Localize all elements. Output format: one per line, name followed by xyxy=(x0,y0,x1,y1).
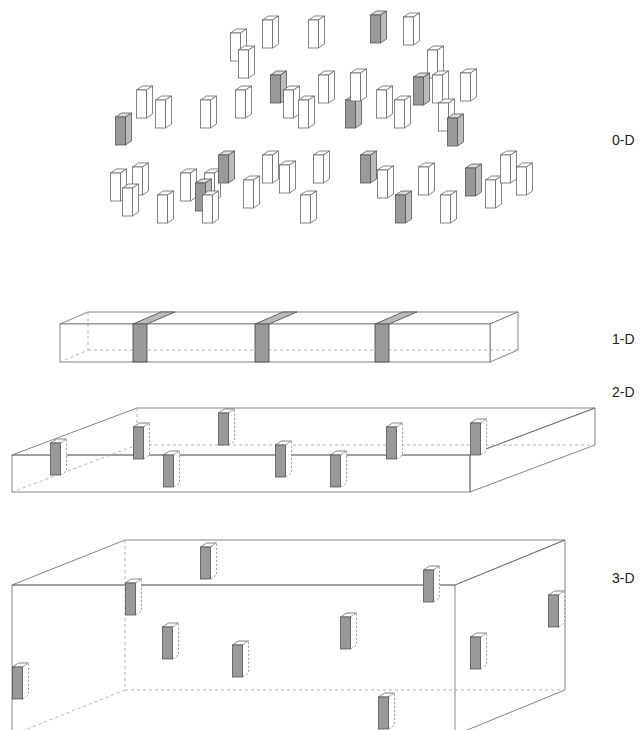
dimension-label: 1-D xyxy=(612,331,635,347)
two-d-particles xyxy=(51,409,487,487)
two-d-slab xyxy=(12,408,595,492)
dimension-label: 0-D xyxy=(612,132,635,148)
three-d-particles xyxy=(13,543,565,729)
dimension-label: 3-D xyxy=(612,570,635,586)
dimension-label: 2-D xyxy=(612,384,635,400)
zero-d-particles xyxy=(111,11,533,223)
one-d-bar xyxy=(60,312,518,362)
three-d-block xyxy=(12,540,565,730)
